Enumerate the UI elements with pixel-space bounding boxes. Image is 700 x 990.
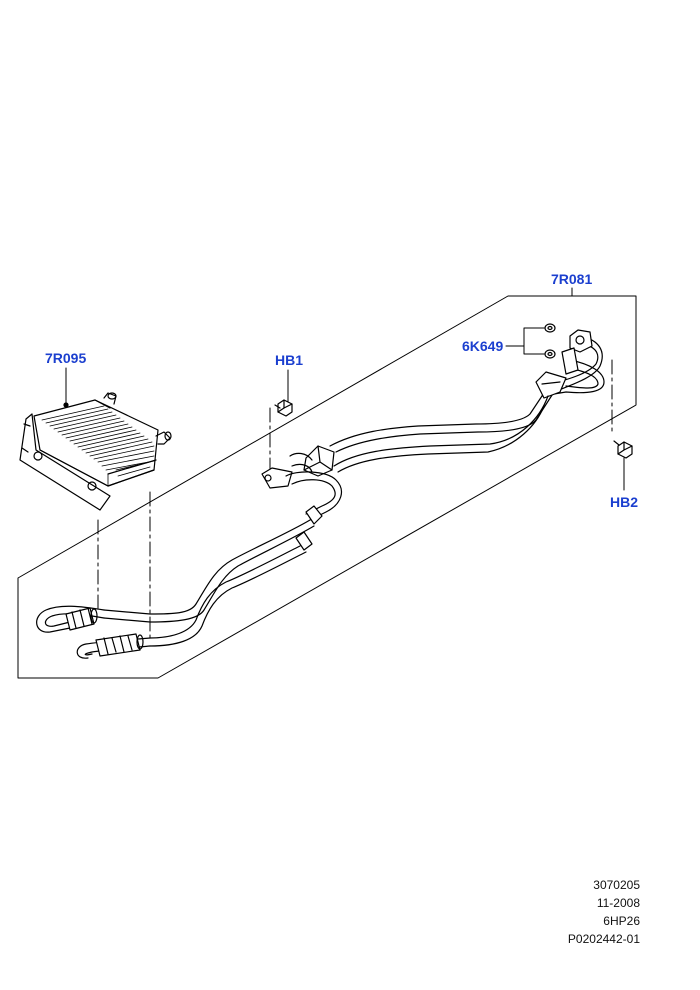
illustration-number: P0202442-01 <box>567 932 640 946</box>
transmission-model: 6HP26 <box>603 914 640 928</box>
reference-code: 3070205 <box>593 878 640 892</box>
callout-cooler-lines: 7R081 <box>551 271 593 287</box>
callout-o-rings: 6K649 <box>462 338 504 354</box>
alignment-dashes <box>97 359 613 641</box>
cooler-lines-7r081 <box>36 329 605 659</box>
callout-bolt-hb2: HB2 <box>610 494 639 510</box>
callout-bolt-hb1: HB1 <box>275 352 304 368</box>
bolt-hb2 <box>613 440 633 459</box>
assembly-outline <box>17 295 637 679</box>
reference-date: 11-2008 <box>596 896 640 910</box>
o-rings-6k649 <box>544 323 556 359</box>
callout-oil-cooler: 7R095 <box>45 350 87 366</box>
drawing-reference-block: 3070205 11-2008 6HP26 P0202442-01 <box>568 876 640 948</box>
oil-cooler-7r095 <box>19 392 172 511</box>
bolt-hb1 <box>274 399 293 417</box>
leader-lines <box>65 287 625 491</box>
